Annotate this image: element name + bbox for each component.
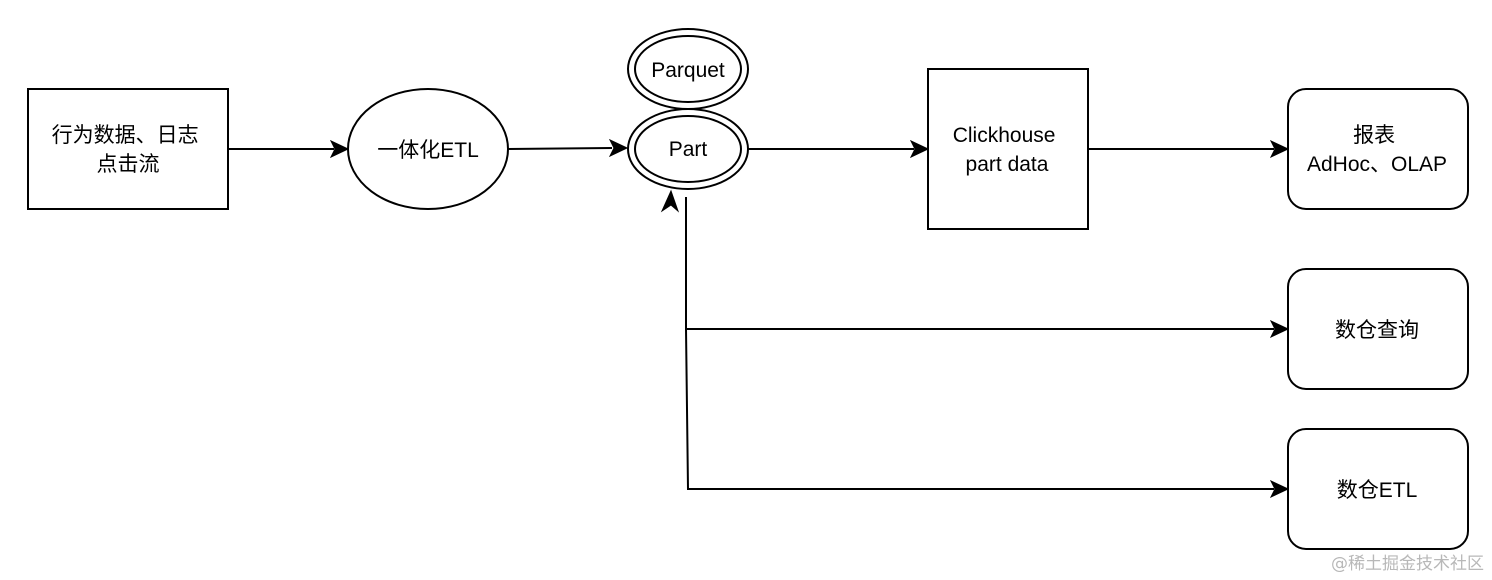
- arrowhead-part-to-warehouse-etl: [1269, 479, 1290, 499]
- node-etl-line-1: 一体化ETL: [377, 139, 479, 162]
- node-clickhouse: Clickhouse part data: [927, 68, 1089, 230]
- arrowhead-etl-to-part: [608, 138, 629, 158]
- node-report-box: [1287, 88, 1469, 210]
- node-parquet-inner-ellipse: [634, 35, 742, 103]
- node-clickhouse-line-2: part data: [966, 153, 1049, 176]
- node-warehouse-etl: 数仓ETL: [1287, 428, 1469, 550]
- node-source-box: [27, 88, 229, 210]
- node-clickhouse-label: Clickhouse part data: [953, 124, 1062, 176]
- node-etl-ellipse: [347, 88, 509, 210]
- node-report-label: 报表 AdHoc、OLAP: [1307, 124, 1447, 176]
- watermark-text: @稀土掘金技术社区: [1331, 554, 1484, 574]
- node-parquet: Parquet: [627, 28, 749, 110]
- arrowhead-clickhouse-to-report: [1269, 139, 1290, 159]
- node-clickhouse-line-1: Clickhouse: [953, 124, 1056, 147]
- node-warehouse-etl-label: 数仓ETL: [1337, 479, 1418, 502]
- node-source-line-2: 点击流: [97, 153, 160, 176]
- node-report-line-1: 报表: [1353, 124, 1395, 147]
- node-warehouse-etl-line-1: 数仓ETL: [1337, 479, 1418, 502]
- node-source: 行为数据、日志 点击流: [27, 88, 229, 210]
- edge-etl-to-part: [507, 147, 613, 150]
- node-etl-label: 一体化ETL: [377, 139, 479, 162]
- node-part-line-1: Part: [669, 138, 708, 161]
- node-part: Part: [627, 108, 749, 190]
- node-parquet-label: Parquet: [651, 59, 725, 82]
- node-source-label: 行为数据、日志 点击流: [52, 124, 205, 176]
- node-report-line-2: AdHoc、OLAP: [1307, 153, 1447, 176]
- edges: [228, 138, 1290, 499]
- node-warehouse-query-box: [1287, 268, 1469, 390]
- edge-part-to-warehouse-etl: [685, 328, 1274, 490]
- node-etl: 一体化ETL: [347, 88, 509, 210]
- node-part-label: Part: [669, 138, 708, 161]
- node-warehouse-query-line-1: 数仓查询: [1335, 319, 1419, 342]
- node-source-line-1: 行为数据、日志: [52, 124, 199, 147]
- node-report: 报表 AdHoc、OLAP: [1287, 88, 1469, 210]
- node-parquet-line-1: Parquet: [651, 59, 725, 82]
- node-part-inner-ellipse: [634, 115, 742, 183]
- arrowhead-part-to-clickhouse: [909, 139, 930, 159]
- node-warehouse-etl-box: [1287, 428, 1469, 550]
- arrowhead-into-part-bottom: [660, 189, 680, 213]
- node-clickhouse-box: [927, 68, 1089, 230]
- node-warehouse-query: 数仓查询: [1287, 268, 1469, 390]
- arrowhead-source-to-etl: [329, 139, 350, 159]
- arrowhead-part-to-warehouse-query: [1269, 319, 1290, 339]
- node-warehouse-query-label: 数仓查询: [1335, 319, 1419, 342]
